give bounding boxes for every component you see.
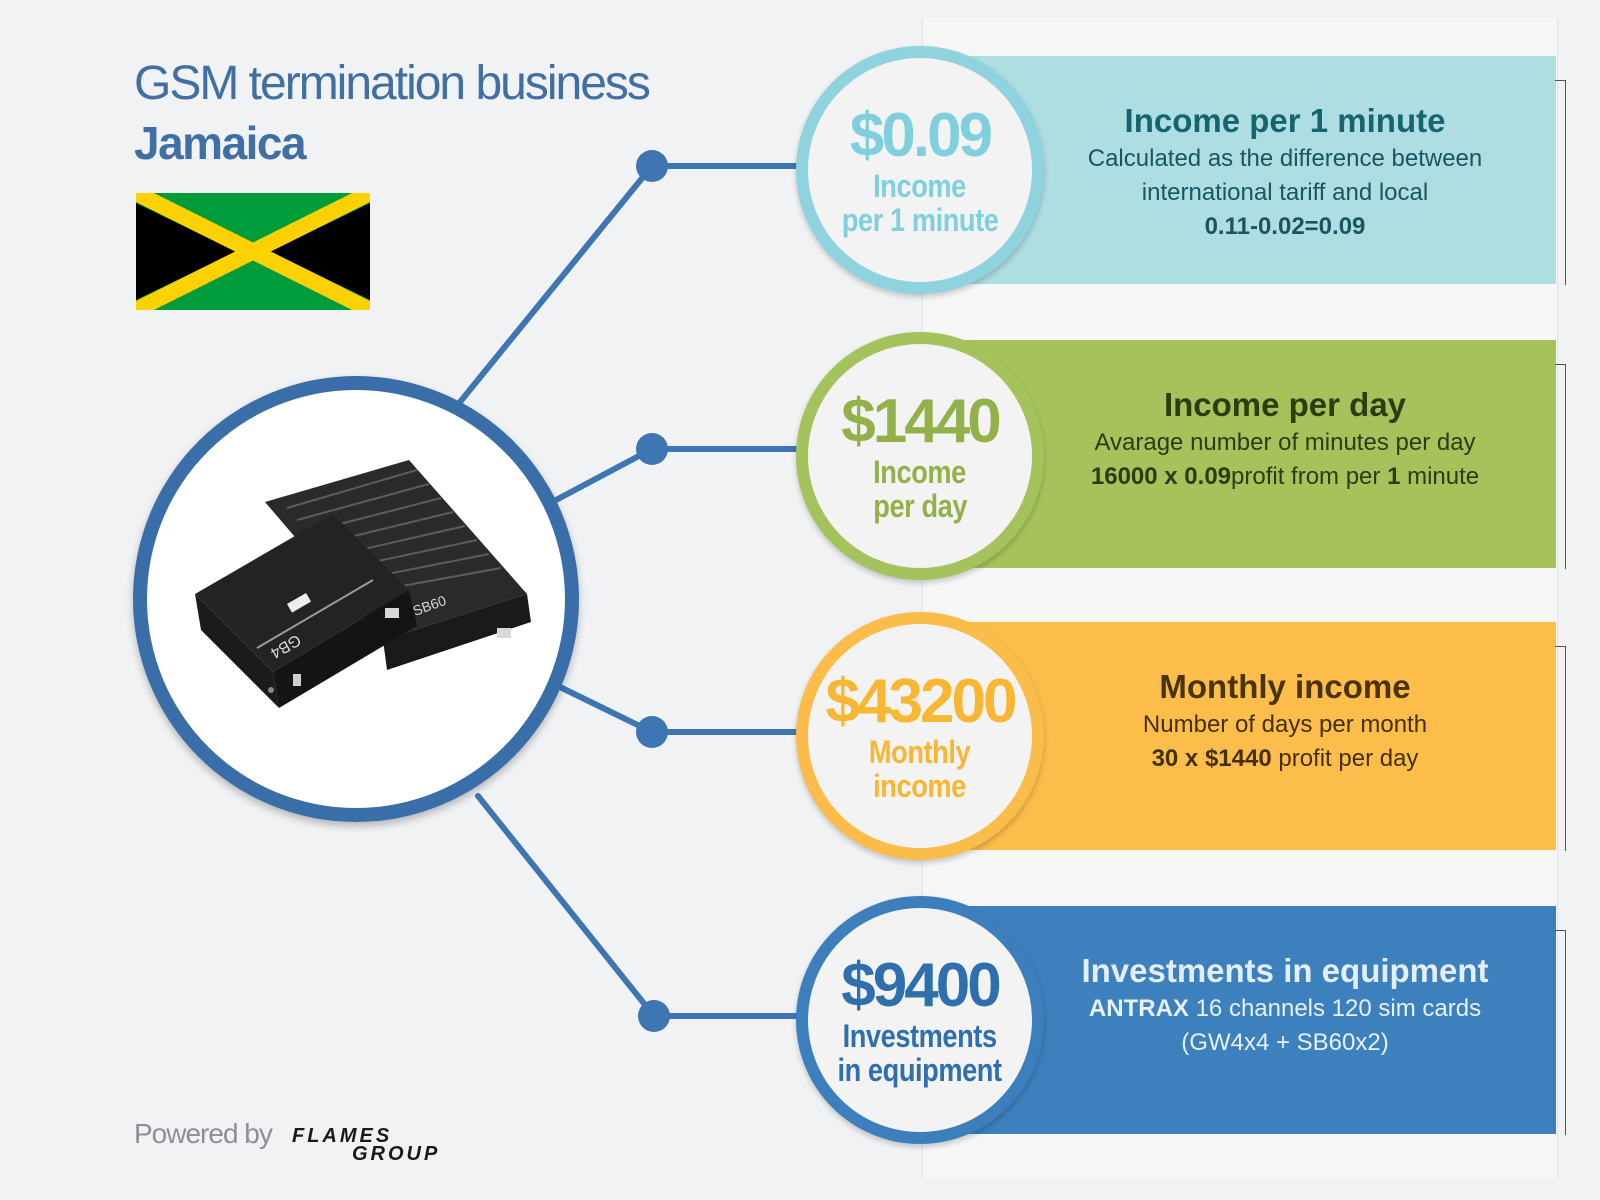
info-box-income-per-minute: Income per 1 minute Calculated as the di… [940,56,1566,285]
info-line: Avarage number of minutes per day [1094,429,1476,456]
gb4-usb-port [293,674,301,686]
value-amount: $43200 [825,667,1018,736]
value-amount: $0.09 [849,101,993,170]
value-label: Income [873,168,967,204]
connector-dot-1 [636,150,668,182]
value-amount: $1440 [841,387,1001,456]
info-line: Calculated as the difference between [1087,145,1483,172]
value-label: Income [873,454,967,490]
value-label: Monthly [869,734,971,770]
info-line: international tariff and local [1141,179,1429,206]
gsm-gateway-device-image: SB60 GB4 [195,460,531,708]
value-circle-income-per-minute: $0.09 Income per 1 minute [796,46,1044,294]
flag-black-right [270,203,370,300]
connector-line-1 [457,163,803,405]
info-line-formula: 16000 x 0.09profit from per 1 minute [1040,460,1530,494]
brand-logo-top: FLAMES [292,1125,392,1147]
info-line: (GW4x4 + SB60x2) [1181,1029,1389,1056]
sb60-lan-port [497,628,511,638]
brand-bold: ANTRAX [1088,995,1189,1022]
info-text: 16 channels 120 sim cards [1188,995,1482,1022]
sb60-front [383,594,531,670]
info-heading: Income per day [1163,386,1407,423]
formula-text-end: minute [1400,463,1480,490]
info-line-formula: 30 x $1440 profit per day [1040,742,1530,776]
page-title: GSM termination business [134,57,651,110]
value-amount: $9400 [841,951,1001,1020]
info-formula: 0.11-0.02=0.09 [1204,213,1366,240]
formula-bold: 30 x $1440 [1151,745,1272,772]
formula-text: profit per day [1271,745,1419,772]
connector-dot-4 [638,1000,670,1032]
value-label: Investments [842,1018,998,1054]
device-image-circle: SB60 GB4 [133,376,579,822]
sb60-top [265,460,527,640]
connector-line-4 [475,793,803,1019]
gb4-lan-port [385,608,399,618]
formula-bold: 16000 x 0.09 [1090,463,1232,490]
connector-line-3 [559,685,803,735]
gb4-side [195,594,279,708]
gb4-top [195,514,409,672]
info-line: Number of days per month [1142,711,1428,738]
info-heading: Investments in equipment [1081,952,1489,989]
gb4-led [268,687,274,693]
connector-dot-2 [636,433,668,465]
jamaica-flag [136,193,370,310]
flames-group-logo: FLAMES GROUP [292,1125,440,1164]
flag-black-left [136,203,236,300]
gb4-barcode-sticker [287,593,312,613]
gb4-front [273,590,417,708]
brand-logo-bottom: GROUP [352,1143,440,1164]
connector-dot-3 [636,716,668,748]
flag-gold-stripe-2 [136,193,370,310]
info-heading: Monthly income [1159,668,1411,705]
value-circle-investments: $9400 Investments in equipment [796,896,1044,1144]
connector-line-2 [553,446,803,503]
info-line: ANTRAX 16 channels 120 sim cards [1040,992,1530,1026]
powered-by-text: Powered by [134,1118,273,1149]
value-label: per day [873,488,967,524]
info-heading: Income per 1 minute [1124,102,1446,139]
value-circle-income-per-day: $1440 Income per day [796,332,1044,580]
value-circle-monthly-income: $43200 Monthly income [796,612,1044,860]
page-subtitle-country: Jamaica [134,117,307,169]
formula-bold-number: 1 [1387,463,1401,490]
value-label: income [873,768,967,804]
formula-text: profit from per [1231,463,1388,490]
value-label: in equipment [837,1052,1003,1088]
device-image-frame: SB60 GB4 [147,390,565,808]
value-label: per 1 minute [841,202,999,238]
